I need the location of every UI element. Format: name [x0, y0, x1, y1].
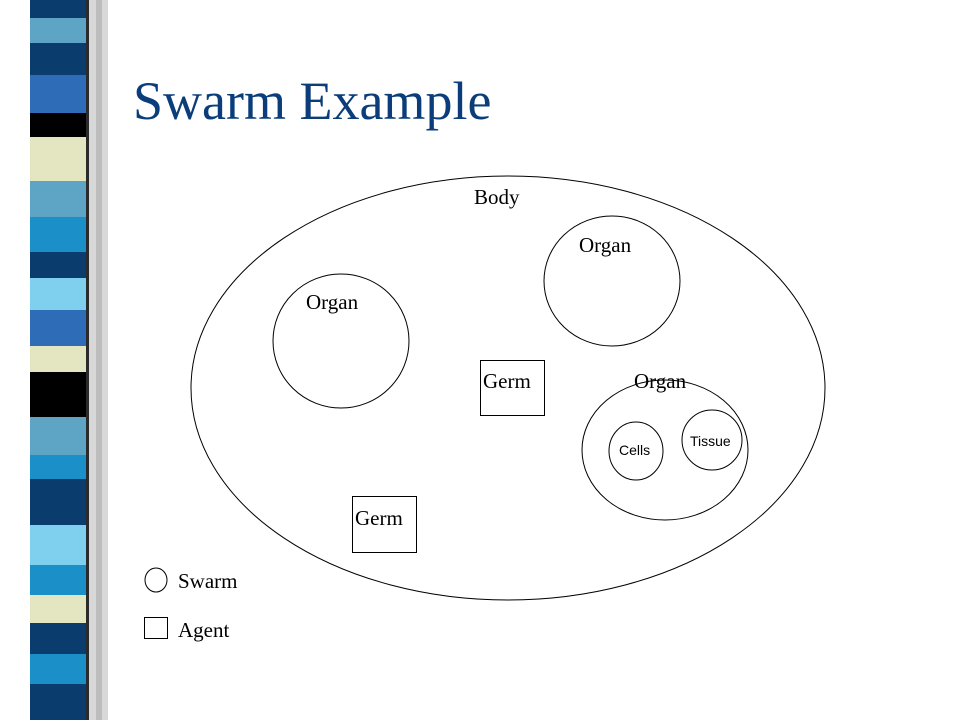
stripe-block: [30, 18, 88, 43]
organ-top-right-label: Organ: [579, 233, 632, 257]
stripe-block: [30, 181, 88, 217]
body-label: Body: [474, 185, 520, 209]
stripe-block: [30, 565, 88, 595]
stripe-block: [30, 417, 88, 455]
stripe-block: [30, 75, 88, 113]
organ-left-circle: [272, 273, 410, 409]
stripe-block: [30, 0, 88, 18]
stripe-block: [30, 595, 88, 623]
stripe-block: [30, 137, 88, 181]
stripe-edge: [86, 0, 89, 720]
cells-label: Cells: [619, 442, 651, 458]
stripe-block: [30, 346, 88, 372]
stripe-block: [30, 525, 88, 565]
germ-center-box: [480, 360, 545, 416]
germ-lower-box: [352, 496, 417, 553]
tissue-circle: [681, 409, 743, 471]
stripe-block: [30, 455, 88, 479]
tissue-label: Tissue: [690, 433, 731, 449]
stripe-block: [30, 278, 88, 310]
slide-title: Swarm Example: [133, 71, 492, 131]
stripe-block: [30, 372, 88, 417]
stripe-block: [30, 310, 88, 346]
stripe-block: [30, 684, 88, 720]
legend-swarm-circle: [144, 567, 168, 593]
body-ellipse: [190, 175, 826, 601]
legend-agent-square: [144, 617, 168, 639]
organ-left-label: Organ: [306, 290, 359, 314]
stripe-block: [30, 654, 88, 684]
organ-lower-right-circle: [581, 379, 749, 521]
organ-lower-right-label: Organ: [634, 369, 687, 393]
legend-agent-label: Agent: [178, 618, 230, 642]
decorative-stripe: [0, 0, 110, 720]
stripe-block: [30, 252, 88, 278]
stripe-block: [30, 479, 88, 525]
legend-swarm-label: Swarm: [178, 569, 238, 593]
stripe-block: [30, 623, 88, 654]
stripe-block: [30, 217, 88, 252]
germ-center-label: Germ: [483, 369, 531, 393]
germ-lower-label: Germ: [355, 506, 403, 530]
stripe-block: [30, 43, 88, 75]
cells-circle: [608, 421, 664, 481]
stripe-block: [30, 113, 88, 137]
organ-top-right-circle: [543, 215, 681, 347]
